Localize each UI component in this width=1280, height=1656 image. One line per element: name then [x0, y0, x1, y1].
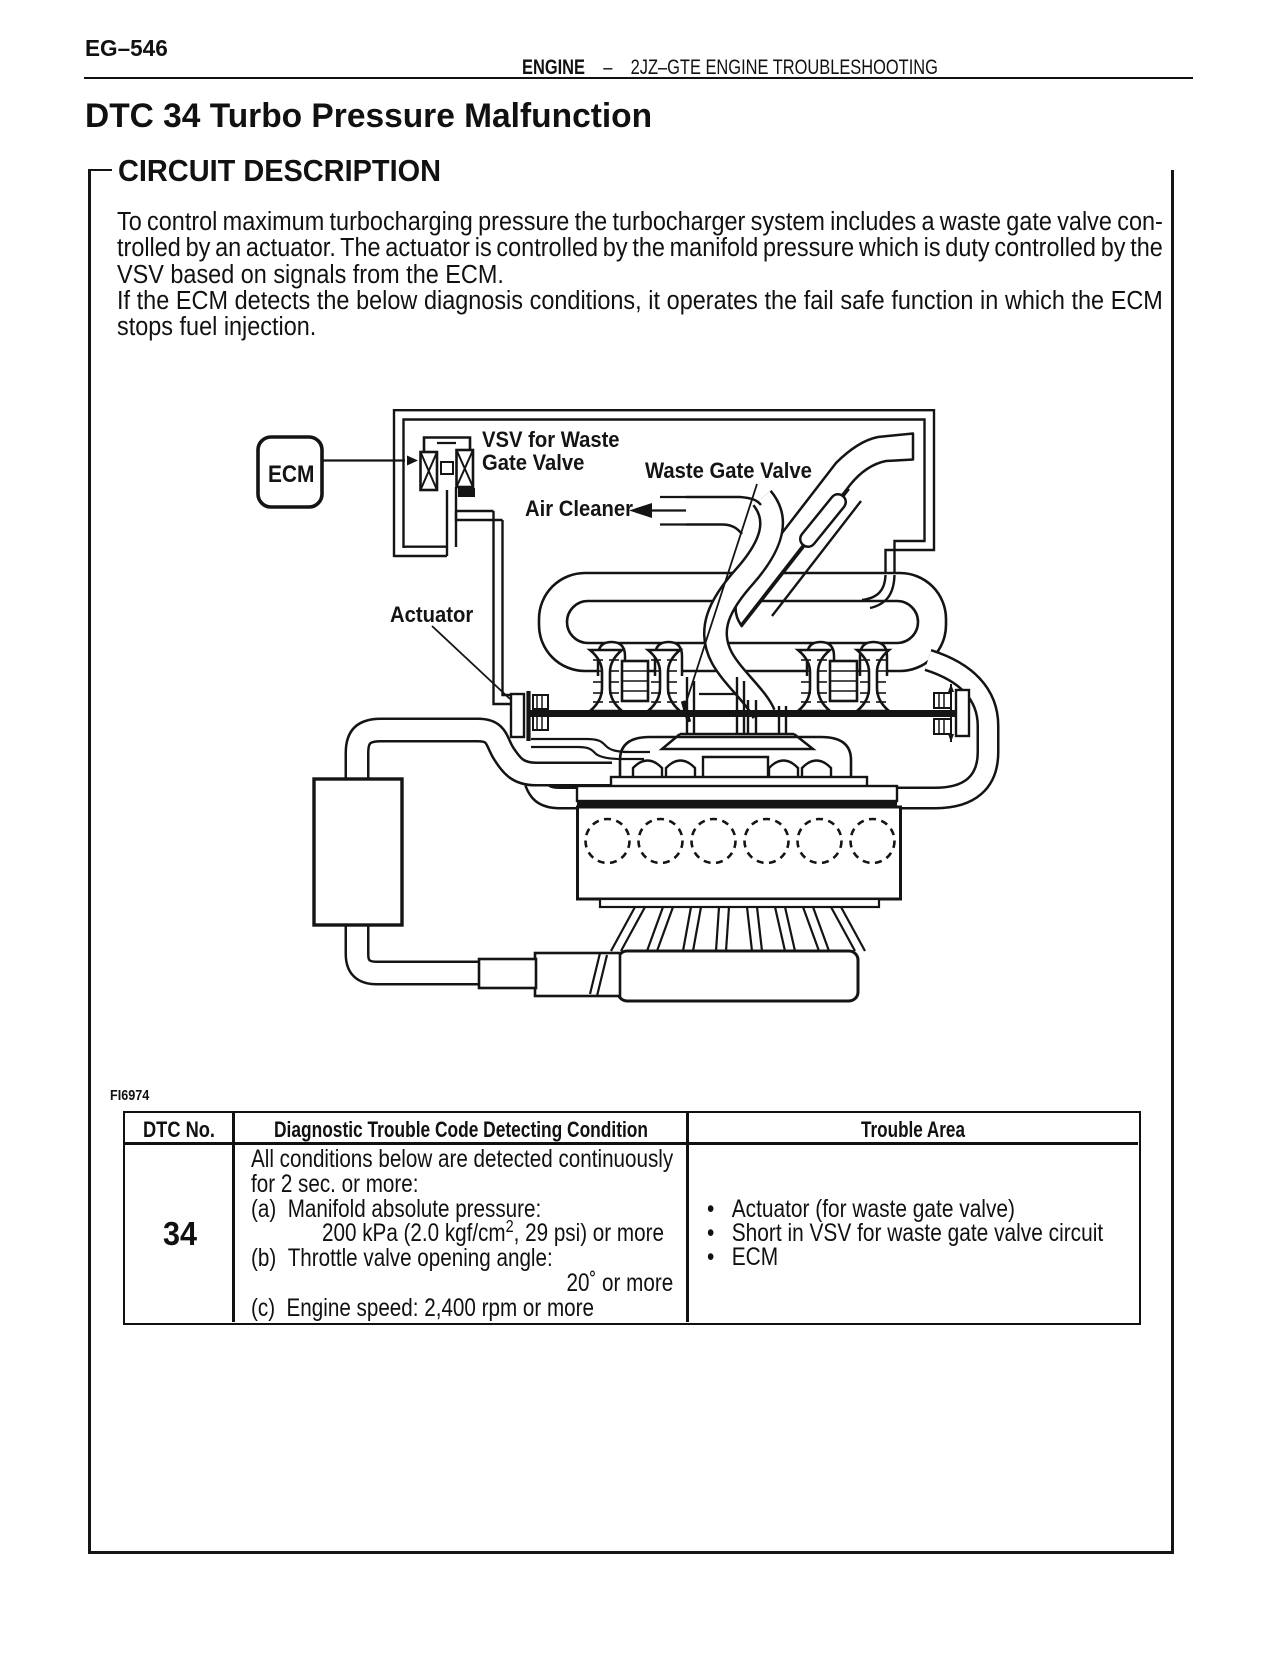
svg-text:Gate Valve: Gate Valve: [482, 450, 584, 475]
svg-text:VSV for Waste: VSV for Waste: [482, 427, 620, 452]
svg-text:Actuator: Actuator: [390, 602, 473, 627]
svg-text:Air Cleaner: Air Cleaner: [525, 496, 633, 521]
svg-text:ECM: ECM: [268, 461, 314, 488]
svg-text:Waste Gate Valve: Waste Gate Valve: [645, 458, 812, 483]
